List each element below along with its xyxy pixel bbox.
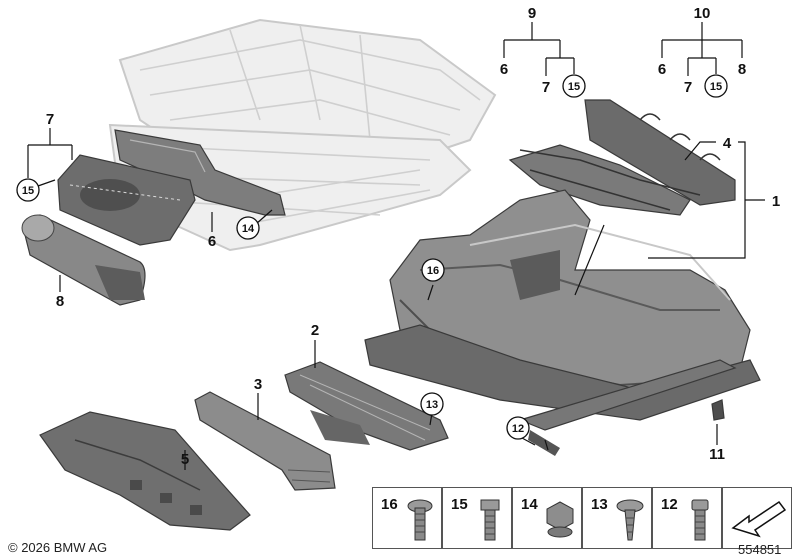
part-5-support-bracket[interactable] [39,411,251,531]
callout-12-label: 12 [512,423,524,435]
diagram-id: 554851 [738,542,782,557]
callout-14: 14 [236,216,260,240]
callout-7-group10: 7 [684,79,692,96]
part-8-motor[interactable] [21,214,146,306]
part-2-seat-pan[interactable] [284,361,449,451]
callout-15-label: 15 [568,81,580,93]
legend-label: 16 [381,496,398,513]
part-4-wire-harness[interactable] [508,99,736,216]
callout-11: 11 [709,446,725,463]
callout-16-label: 16 [427,265,439,277]
callout-3: 3 [254,376,262,393]
callout-6: 6 [208,233,216,250]
orientation-arrow-icon [731,500,787,538]
hex-flange-bolt-icon [480,499,500,541]
callout-6-group9: 6 [500,61,508,78]
part-7-cover-housing[interactable] [57,154,196,246]
callout-7: 7 [46,111,54,128]
legend-item-14[interactable]: 14 [512,487,582,549]
legend-item-12[interactable]: 12 [652,487,722,549]
callout-7-group9: 7 [542,79,550,96]
legend-label: 15 [451,496,468,513]
callout-14-label: 14 [242,223,255,235]
hex-collar-nut-icon [546,501,574,538]
callout-4: 4 [723,135,732,152]
callout-15-group10: 15 [704,74,728,98]
leader-lines [27,22,765,470]
legend-item-13[interactable]: 13 [582,487,652,549]
callout-5: 5 [181,451,189,468]
legend-label: 12 [661,496,678,513]
callout-8-group10: 8 [738,61,746,78]
legend-label: 14 [521,496,538,513]
callout-13: 13 [420,392,444,416]
part-11-clip[interactable] [711,399,725,421]
callout-12: 12 [506,416,530,440]
torx-bolt-icon [691,499,709,541]
callout-1: 1 [772,193,780,210]
copyright: © 2026 BMW AG [8,540,108,555]
callout-10: 10 [694,5,711,22]
callout-15-label: 15 [710,81,722,93]
legend-label: 13 [591,496,608,513]
legend-item-15[interactable]: 15 [442,487,512,549]
callout-15-housing: 15 [16,178,40,202]
callout-16: 16 [421,258,445,282]
callout-2: 2 [311,322,319,339]
legend-orientation[interactable] [722,487,792,549]
torx-pan-screw-icon [616,499,644,541]
torx-flange-screw-icon [407,499,433,541]
callout-9: 9 [528,5,536,22]
callout-15-label: 15 [22,185,34,197]
part-3-trim-strip[interactable] [194,391,336,491]
callout-6-group10: 6 [658,61,666,78]
seat-rail [518,359,737,456]
callout-15-group9: 15 [562,74,586,98]
part-1-seat-frame[interactable] [364,189,761,421]
legend-item-16[interactable]: 16 [372,487,442,549]
callout-8: 8 [56,293,64,310]
callout-13-label: 13 [426,399,438,411]
